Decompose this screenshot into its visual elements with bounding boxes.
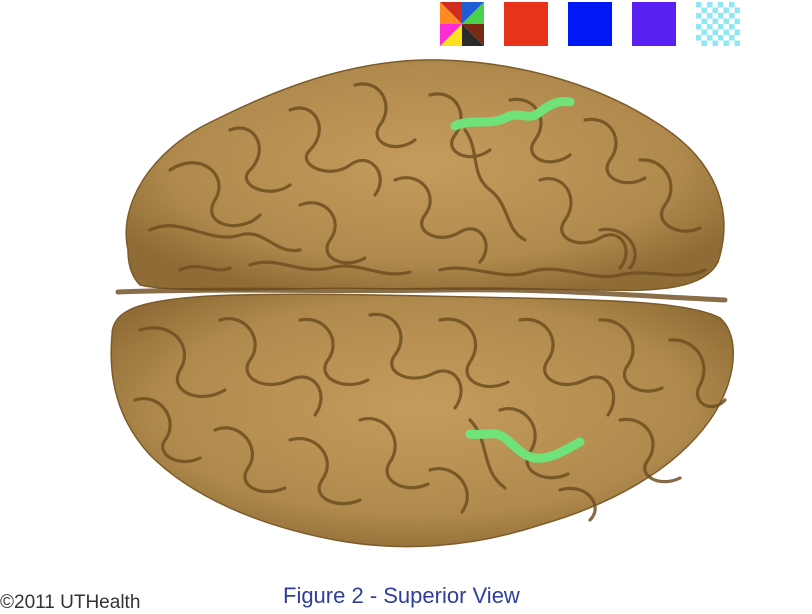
violet-color-swatch[interactable] (632, 2, 676, 46)
copyright-notice: ©2011 UTHealth (0, 592, 141, 613)
figure-caption: Figure 2 - Superior View (283, 583, 520, 608)
blue-color-swatch[interactable] (568, 2, 612, 46)
right-hemisphere (110, 293, 735, 548)
multicolor-pinwheel-tool[interactable] (440, 2, 484, 46)
upper-sulci (148, 82, 707, 279)
red-color-swatch[interactable] (504, 2, 548, 46)
longitudinal-fissure (115, 287, 728, 303)
color-toolbar (440, 2, 740, 46)
transparent-checker-swatch[interactable] (696, 2, 740, 46)
upper-central-sulcus-marker (450, 97, 575, 131)
lower-central-sulcus-marker (465, 429, 585, 463)
lower-sulci (133, 312, 727, 522)
